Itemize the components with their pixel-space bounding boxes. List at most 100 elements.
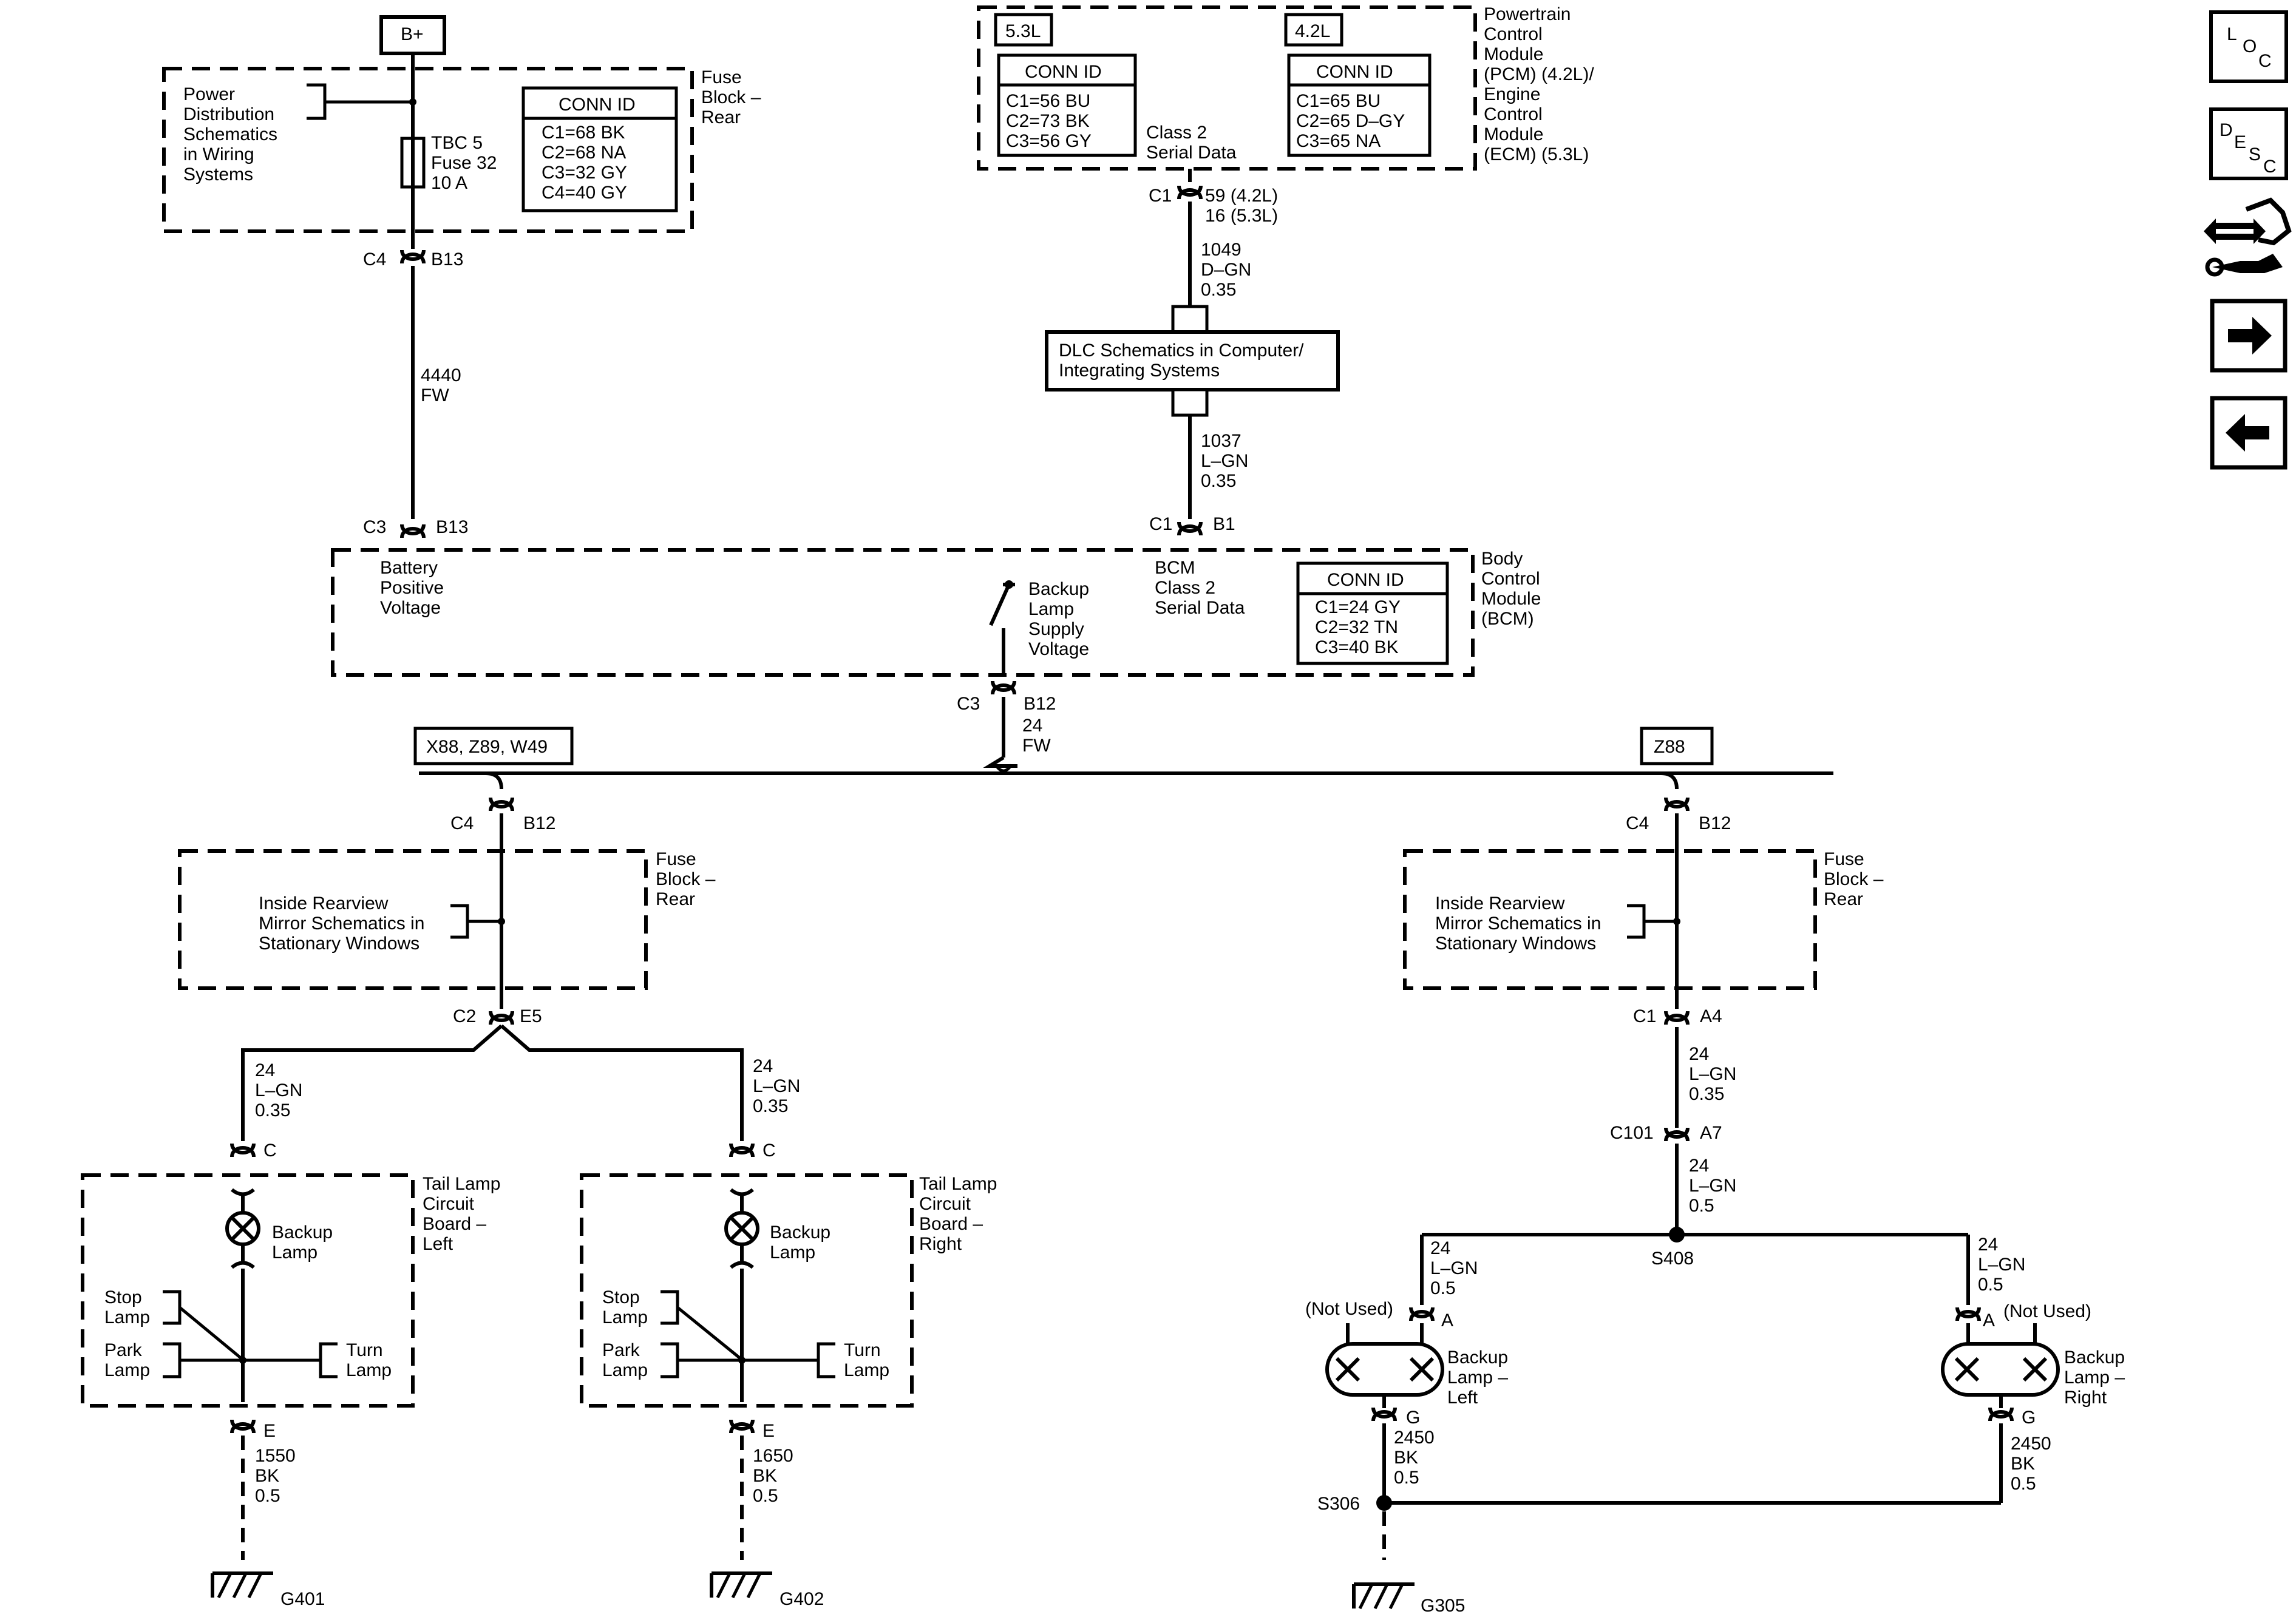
right-turn-lamp-label: Turn Lamp [844, 1340, 889, 1380]
tail-lamp-board-left-title: Tail Lamp Circuit Board – Left [423, 1174, 500, 1254]
dlc-box [1045, 330, 1340, 392]
svg-text:BK: BK [255, 1466, 279, 1486]
svg-text:Block –: Block – [1824, 869, 1884, 889]
conn-line: C1=24 GY [1315, 597, 1401, 617]
engine-42-label: 4.2L [1295, 21, 1330, 41]
wire-4440-label: 4440 FW [421, 365, 461, 405]
svg-text:Mirror Schematics in: Mirror Schematics in [1435, 914, 1601, 934]
svg-text:Systems: Systems [183, 164, 253, 185]
svg-text:L–GN: L–GN [255, 1080, 302, 1100]
engine-53-box [994, 13, 1053, 47]
conn-line: C2=32 TN [1315, 617, 1398, 637]
backup-lamp-bulb-icon [726, 1213, 758, 1244]
wire-2450-right-label: 2450 BK 0.5 [2011, 1434, 2051, 1494]
wire-lgn-label: 24 L–GN 0.35 [753, 1056, 800, 1116]
connector-pin [491, 1011, 512, 1025]
conn-id-header: CONN ID [1316, 62, 1393, 82]
svg-text:24: 24 [753, 1056, 773, 1076]
svg-text:0.35: 0.35 [255, 1100, 290, 1120]
svg-text:Fuse 32: Fuse 32 [431, 153, 497, 173]
svg-text:2450: 2450 [1394, 1428, 1435, 1448]
left-b12-label: B12 [523, 813, 555, 833]
g305-label: G305 [1421, 1596, 1465, 1616]
svg-text:Lamp: Lamp [104, 1360, 150, 1380]
bcm-serial-label: BCM Class 2 Serial Data [1155, 558, 1245, 618]
svg-text:2450: 2450 [2011, 1434, 2051, 1454]
svg-text:1037: 1037 [1201, 431, 1241, 451]
svg-text:C: C [2263, 157, 2277, 177]
conn-id-header: CONN ID [559, 95, 636, 115]
component-tools-button[interactable] [2204, 197, 2292, 277]
not-used-left: (Not Used) [1305, 1299, 1393, 1319]
left-fuse-block-outline [178, 849, 648, 990]
z88-b12-label: B12 [1699, 813, 1731, 833]
svg-text:Fuse: Fuse [656, 849, 696, 869]
forward-arrow-button[interactable] [2210, 299, 2288, 373]
bcm-conn-id-box [1296, 561, 1449, 665]
svg-text:Serial Data: Serial Data [1146, 143, 1237, 163]
left-tail-pin-e: E [263, 1421, 276, 1441]
back-arrow-button[interactable] [2210, 396, 2288, 470]
pcm-serial-label: Class 2 Serial Data [1146, 123, 1237, 163]
svg-text:Lamp: Lamp [770, 1242, 815, 1263]
not-used-right: (Not Used) [2003, 1301, 2091, 1321]
left-stop-lamp-label: Stop Lamp [104, 1287, 150, 1327]
svg-text:Body: Body [1481, 549, 1523, 569]
svg-text:Lamp –: Lamp – [2064, 1368, 2125, 1388]
svg-text:Lamp: Lamp [272, 1242, 318, 1263]
svg-text:Integrating Systems: Integrating Systems [1059, 361, 1220, 381]
wire-1650-label: 1650 BK 0.5 [753, 1446, 793, 1506]
pcm-outline [977, 5, 1477, 171]
svg-text:Fuse: Fuse [701, 67, 742, 87]
svg-text:Lamp: Lamp [346, 1360, 392, 1380]
connector-pin [1411, 1307, 1433, 1321]
svg-text:Park: Park [104, 1340, 143, 1360]
right-tail-pin-e: E [763, 1421, 775, 1441]
svg-text:Circuit: Circuit [423, 1194, 475, 1214]
wire-1550-label: 1550 BK 0.5 [255, 1446, 296, 1506]
pcm-conn-42 [1287, 53, 1432, 157]
g401-label: G401 [280, 1589, 325, 1609]
svg-text:0.35: 0.35 [753, 1096, 788, 1116]
svg-text:Lamp: Lamp [602, 1307, 648, 1327]
lamp-right-pin-g: G [2022, 1408, 2036, 1428]
svg-text:Stop: Stop [104, 1287, 142, 1307]
svg-text:O: O [2243, 36, 2257, 56]
svg-text:BK: BK [1394, 1448, 1418, 1468]
conn-line: C3=56 GY [1006, 131, 1092, 151]
dlc-connector-bottom [1171, 388, 1209, 417]
svg-text:1049: 1049 [1201, 240, 1241, 260]
svg-text:BCM: BCM [1155, 558, 1195, 578]
desc-button[interactable]: D E S C [2209, 107, 2288, 180]
lamp-left-pin-a: A [1441, 1310, 1453, 1331]
svg-text:0.35: 0.35 [1201, 280, 1236, 300]
svg-text:Left: Left [423, 1234, 453, 1254]
svg-text:24: 24 [1689, 1156, 1709, 1176]
pcm-pin-label: 59 (4.2L) 16 (5.3L) [1205, 186, 1278, 226]
ground-icon [1354, 1584, 1415, 1609]
z88-c4-label: C4 [1626, 813, 1649, 833]
svg-text:4440: 4440 [421, 365, 461, 385]
svg-text:Module: Module [1481, 589, 1541, 609]
fuse-block-conn-id-box [521, 86, 678, 212]
svg-text:L–GN: L–GN [1689, 1064, 1736, 1084]
svg-text:Class 2: Class 2 [1155, 578, 1215, 598]
right-backup-lamp-label: Backup Lamp [770, 1222, 830, 1263]
z88-c1-label: C1 [1633, 1006, 1656, 1026]
svg-text:Right: Right [2064, 1388, 2107, 1408]
option-box-right [1640, 727, 1714, 765]
backup-lamp-left-label: Backup Lamp – Left [1447, 1348, 1508, 1408]
loc-button[interactable]: L O C [2209, 10, 2288, 83]
svg-text:Circuit: Circuit [919, 1194, 971, 1214]
a7-label: A7 [1700, 1123, 1722, 1143]
svg-text:Backup: Backup [1447, 1348, 1508, 1368]
tail-lamp-board-left-outline [81, 1173, 415, 1408]
svg-text:Stationary Windows: Stationary Windows [259, 934, 419, 954]
svg-text:Backup: Backup [1028, 579, 1089, 599]
connector-pin [402, 524, 424, 538]
battery-positive-voltage-label: Battery Positive Voltage [380, 558, 444, 618]
svg-text:C4=40 GY: C4=40 GY [542, 183, 627, 203]
svg-text:L–GN: L–GN [1430, 1258, 1478, 1278]
svg-text:Turn: Turn [346, 1340, 383, 1360]
c101-label: C101 [1610, 1123, 1654, 1143]
